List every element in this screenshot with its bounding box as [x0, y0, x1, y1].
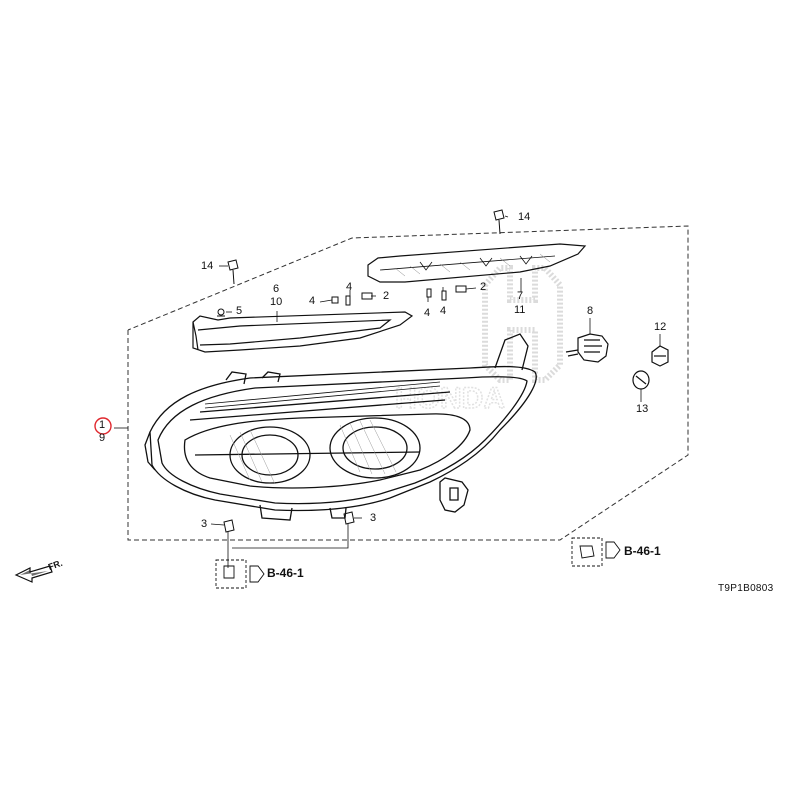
ref-box-right	[571, 537, 621, 567]
callout-10: 10	[270, 296, 283, 308]
headlight-assembly	[144, 333, 537, 521]
callout-12: 12	[654, 321, 667, 333]
callout-2-b: 2	[480, 281, 487, 293]
callout-5: 5	[236, 305, 243, 317]
bolt-14-left	[227, 259, 239, 285]
callout-13: 13	[636, 403, 649, 415]
callout-8: 8	[587, 305, 594, 317]
socket-12	[651, 345, 669, 367]
callout-4-b: 4	[346, 281, 353, 293]
headlight-shading	[229, 419, 397, 485]
callout-9: 9	[99, 432, 106, 444]
callout-1: 1	[99, 419, 106, 431]
upper-garnish	[367, 243, 587, 283]
clip-3-right	[343, 511, 355, 525]
callout-14-left: 14	[201, 260, 214, 272]
leader-lines	[114, 215, 661, 568]
callout-4-a: 4	[309, 295, 316, 307]
callout-11: 11	[514, 304, 526, 316]
diagram-code: T9P1B0803	[718, 583, 774, 594]
garnish-strip	[192, 311, 414, 353]
upper-garnish-shading	[394, 253, 551, 277]
callout-7: 7	[517, 290, 524, 302]
assembly-boundary	[127, 225, 689, 541]
reference-label-bottom[interactable]: B-46-1	[267, 566, 304, 580]
callout-4-d: 4	[440, 305, 447, 317]
clip-3-left	[223, 519, 235, 533]
ref-box-bottom	[215, 559, 265, 589]
bulb-socket-8	[565, 333, 609, 363]
honda-watermark-text: HONDA	[395, 382, 505, 415]
reference-label-right[interactable]: B-46-1	[624, 544, 661, 558]
callout-6: 6	[273, 283, 280, 295]
callout-3-a: 3	[201, 518, 208, 530]
callout-14-top: 14	[518, 211, 531, 223]
highlight-circle	[94, 417, 112, 435]
bolt-14-top	[493, 209, 505, 235]
cap-13	[632, 370, 650, 390]
callout-4-c: 4	[424, 307, 431, 319]
front-arrow-icon	[14, 565, 53, 583]
callout-3-b: 3	[370, 512, 377, 524]
honda-watermark-logo: HONDA	[394, 265, 563, 416]
callout-2-a: 2	[383, 290, 390, 302]
